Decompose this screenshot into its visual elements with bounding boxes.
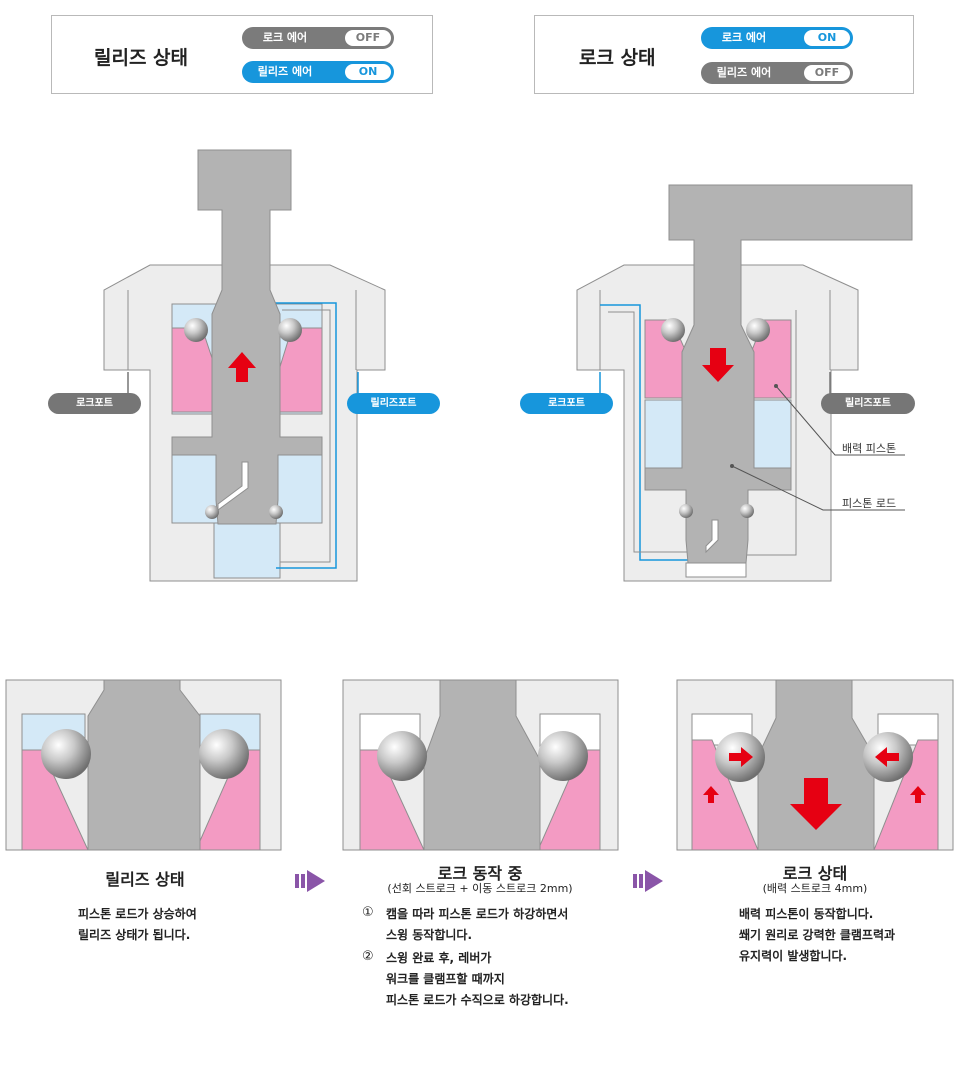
step-2-line-2: 워크를 클램프할 때까지 [386,972,505,986]
lock-state-title: 로크 상태 [579,47,656,69]
release-release-air-toggle: 릴리즈 에어 ON [242,61,394,83]
stage-lock-line-1: 배력 피스톤이 동작합니다. [739,907,874,921]
step-2-line-3: 피스톤 로드가 수직으로 하강합니다. [386,993,569,1007]
step-2-line-1: 스윙 완료 후, 레버가 [386,951,492,965]
step-1-marker: ① [362,905,374,920]
lock-release-air-toggle: 릴리즈 에어 OFF [701,62,853,84]
stage-locking-title: 로크 동작 중 [437,864,523,883]
stage-release-line-2: 릴리즈 상태가 됩니다. [78,928,191,942]
release-state-box: 릴리즈 상태 로크 에어 OFF 릴리즈 에어 ON [51,15,433,94]
stage-lock-line-2: 쐐기 원리로 강력한 클램프력과 [739,928,896,942]
step-1-line-2: 스윙 동작합니다. [386,928,473,942]
toggle-label: 릴리즈 에어 [257,65,313,78]
lock-lock-air-toggle: 로크 에어 ON [701,27,853,49]
stage-locking-subtitle: (선회 스트로크 + 이동 스트로크 2mm) [387,882,573,895]
toggle-label: 릴리즈 에어 [716,66,772,79]
piston-rod-callout: 피스톤 로드 [842,497,897,510]
stage-lock-subtitle: (배력 스트로크 4mm) [762,882,868,895]
step-1-line-1: 캠을 따라 피스톤 로드가 하강하면서 [386,907,569,921]
left-release-port-label: 릴리즈포트 [347,393,440,414]
toggle-label: 로크 에어 [721,31,767,44]
toggle-value: ON [345,64,391,80]
stage-release-title: 릴리즈 상태 [105,870,185,889]
double-chevron-right-icon [295,870,325,892]
left-lock-port-label: 로크포트 [48,393,141,414]
release-state-title: 릴리즈 상태 [94,47,189,69]
release-lock-air-toggle: 로크 에어 OFF [242,27,394,49]
right-release-port-label: 릴리즈포트 [821,393,915,414]
toggle-value: OFF [804,65,850,81]
stage-release-line-1: 피스톤 로드가 상승하여 [78,907,197,921]
boost-piston-callout: 배력 피스톤 [842,442,897,455]
toggle-value: OFF [345,30,391,46]
toggle-value: ON [804,30,850,46]
right-lock-port-label: 로크포트 [520,393,613,414]
toggle-label: 로크 에어 [262,31,308,44]
double-chevron-right-icon [633,870,663,892]
stage-lock-title: 로크 상태 [782,864,848,883]
step-2-marker: ② [362,949,374,964]
stage-lock-line-3: 유지력이 발생합니다. [739,949,848,963]
lock-state-box: 로크 상태 로크 에어 ON 릴리즈 에어 OFF [534,15,914,94]
